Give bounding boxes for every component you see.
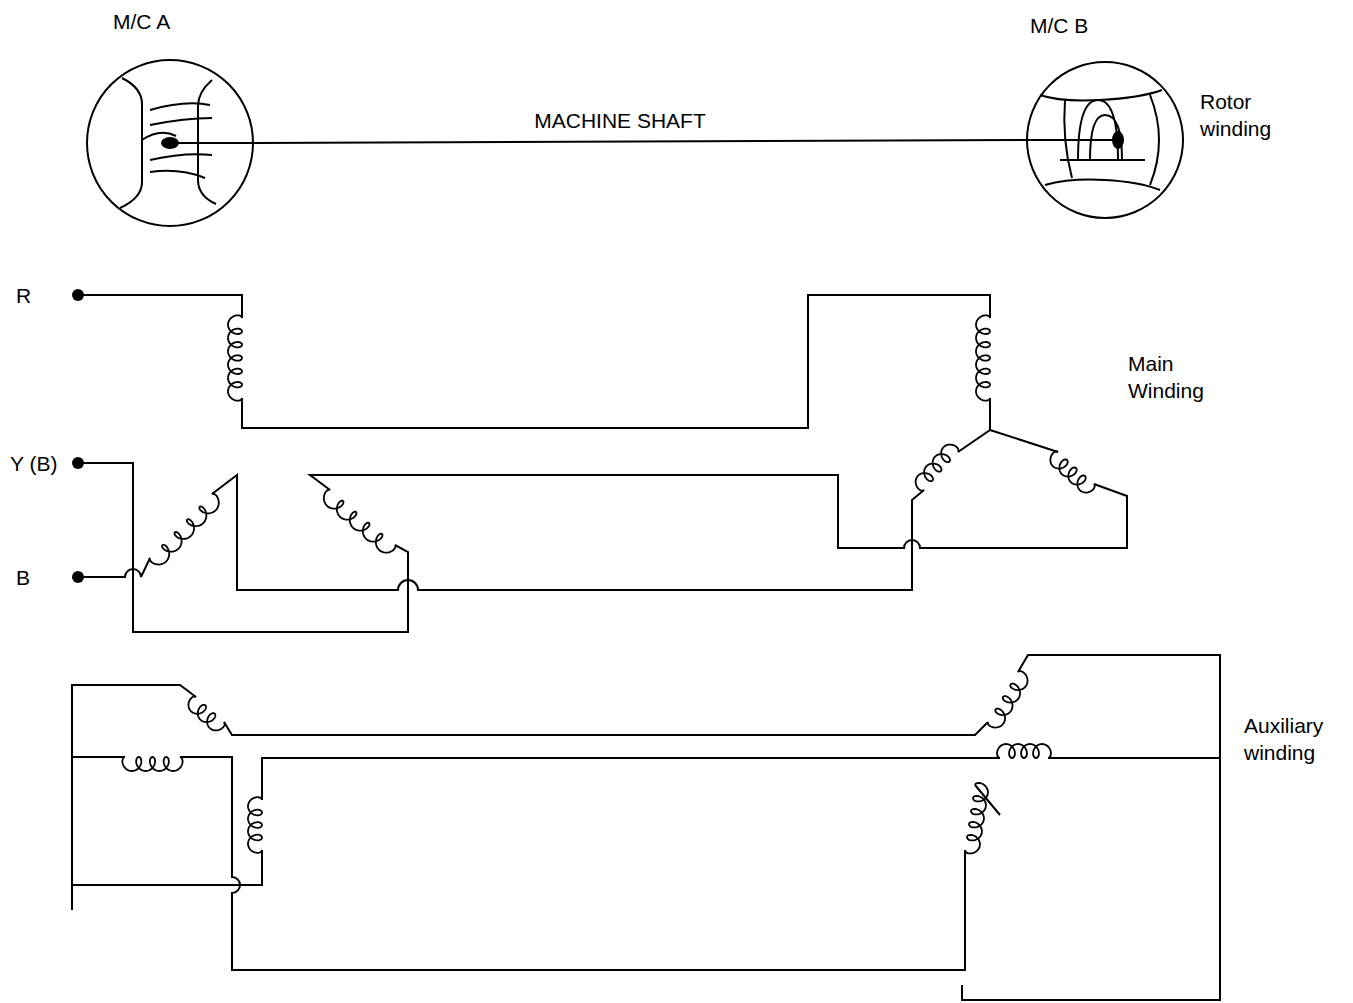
aux-wire	[72, 758, 1220, 885]
shaft-center	[161, 137, 179, 149]
coil-symbol	[228, 315, 242, 400]
aux-wire	[72, 757, 1000, 970]
coil-symbol	[916, 445, 959, 491]
terminal-label: Rotor winding	[1200, 88, 1300, 143]
machine-shaft	[255, 140, 1025, 143]
terminal-label: Auxiliary winding	[1244, 712, 1344, 767]
circle-outline	[1025, 60, 1185, 220]
coil-symbol	[324, 490, 396, 553]
coil-symbol	[997, 744, 1051, 758]
coil-symbol	[1050, 451, 1094, 492]
terminal-label: B	[16, 564, 30, 591]
coil-symbol	[965, 783, 988, 854]
coil-symbol	[122, 757, 182, 771]
main-wire	[78, 295, 990, 590]
shaft-stub	[1025, 139, 1118, 141]
coil-symbol	[248, 797, 262, 853]
main-wire	[310, 430, 1127, 548]
machine-circle: M/C B	[1025, 60, 1185, 220]
main-wire	[78, 558, 150, 577]
machine-label: M/C A	[113, 8, 170, 35]
coil-symbol	[988, 671, 1028, 727]
shaft-center	[1112, 131, 1124, 149]
terminal-label: Y (B)	[10, 450, 57, 477]
shaft-label: MACHINE SHAFT	[531, 107, 709, 134]
coil-symbol	[150, 494, 219, 565]
terminal-dot	[72, 571, 84, 583]
terminal-label: Main Winding	[1128, 350, 1218, 405]
terminal-label: R	[16, 282, 31, 309]
shaft-stub	[170, 142, 255, 144]
terminal-dot	[72, 457, 84, 469]
aux-wire	[72, 655, 1220, 1000]
coil-symbol	[976, 315, 990, 400]
terminal-dot	[72, 289, 84, 301]
main-wire	[78, 463, 408, 632]
machine-circle: M/C A	[85, 58, 255, 228]
rotor-winding	[1060, 100, 1145, 160]
field-coil	[142, 103, 212, 178]
coil-symbol	[188, 697, 224, 731]
machine-label: M/C B	[1030, 12, 1088, 39]
circle-outline	[85, 58, 255, 228]
